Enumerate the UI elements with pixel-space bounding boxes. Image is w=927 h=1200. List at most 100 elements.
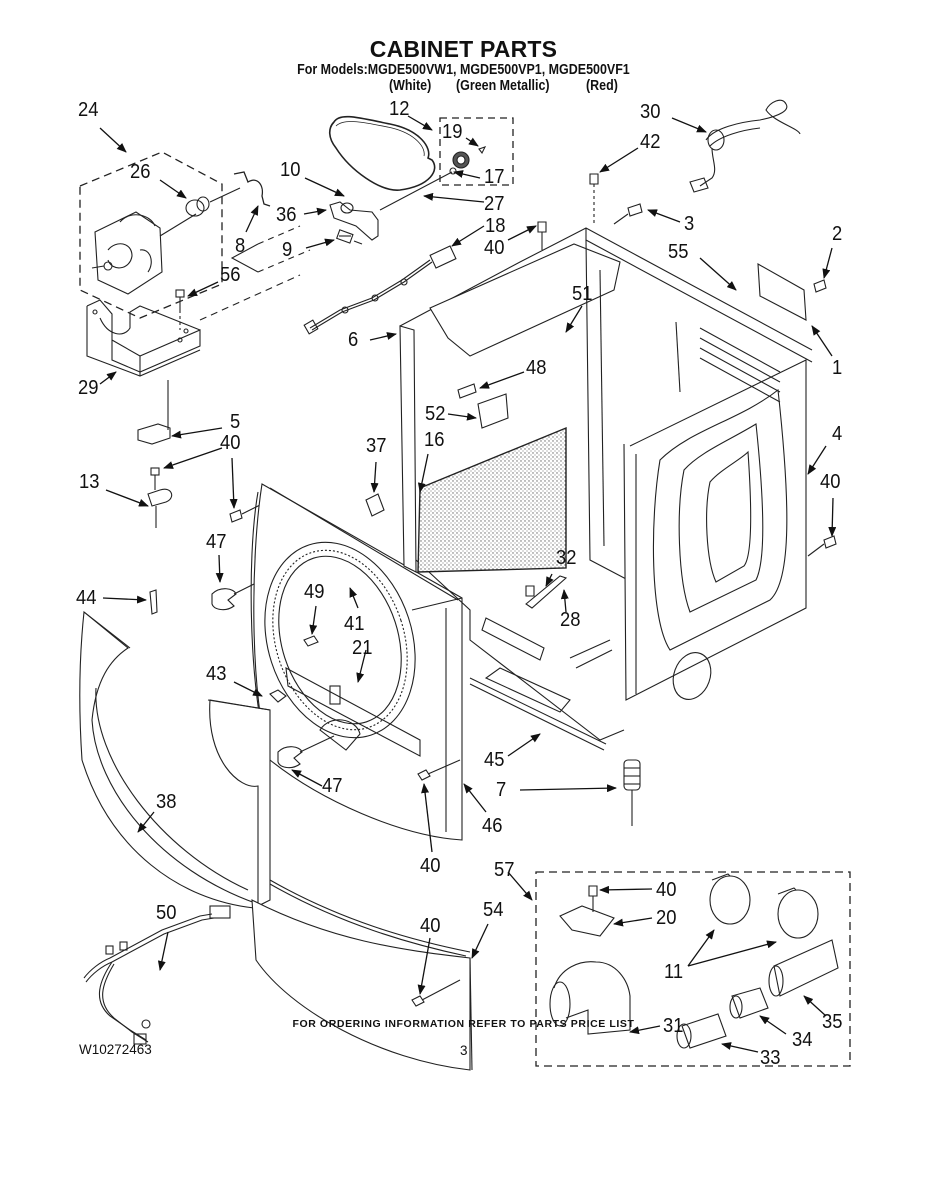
callout-40-kick[interactable]: 40 [420,915,441,937]
callout-52[interactable]: 52 [425,403,446,425]
toe-panel-part [79,610,271,909]
callout-43[interactable]: 43 [206,663,227,685]
callout-41[interactable]: 41 [344,613,365,635]
screw-40-lower-part [411,995,425,1007]
vent-kit-parts [549,873,839,1049]
callout-11[interactable]: 11 [664,961,684,983]
callout-1[interactable]: 1 [832,357,843,379]
callout-51[interactable]: 51 [572,283,593,305]
callout-42[interactable]: 42 [640,131,661,153]
screw-42-part [589,173,599,185]
callout-34[interactable]: 34 [792,1029,813,1051]
color-variant-green-metallic: (Green Metallic) [456,78,550,94]
screw-40-right-part [823,535,837,549]
callout-12[interactable]: 12 [389,98,410,120]
idler-spring-part [336,229,363,245]
callout-6[interactable]: 6 [348,329,359,351]
screw-3-part [627,203,643,217]
callout-54[interactable]: 54 [483,899,504,921]
callout-8[interactable]: 8 [235,235,246,257]
callout-4[interactable]: 4 [832,423,843,445]
document-number: W10272463 [79,1042,152,1057]
callout-33[interactable]: 33 [760,1047,781,1069]
idler-pulley-group-outline [439,117,514,186]
callout-49[interactable]: 49 [304,581,325,603]
callout-32[interactable]: 32 [556,547,577,569]
callout-28[interactable]: 28 [560,609,581,631]
screw-32-part [525,585,535,597]
callout-3[interactable]: 3 [684,213,695,235]
vent-kit-group-outline [535,871,851,1067]
callout-44[interactable]: 44 [76,587,97,609]
motor-mount-part [86,299,201,377]
callout-20[interactable]: 20 [656,907,677,929]
callout-21[interactable]: 21 [352,637,373,659]
callout-leaders [99,115,837,1053]
callout-40-front-bottom[interactable]: 40 [420,855,441,877]
screw-40-bottom-front-part [417,769,431,781]
screw-and-clamp-part [147,467,173,528]
clip-47-bottom-part [277,746,303,769]
switch-harness-part [303,245,457,335]
motor-pulley-part [185,187,241,217]
callout-56[interactable]: 56 [220,264,241,286]
wire-harness-part [83,905,231,1045]
callout-48[interactable]: 48 [526,357,547,379]
callout-24[interactable]: 24 [78,99,99,121]
callout-50[interactable]: 50 [156,902,177,924]
callout-46[interactable]: 46 [482,815,503,837]
callout-55[interactable]: 55 [668,241,689,263]
bracket-28-part [525,575,568,609]
page-number: 3 [460,1043,468,1058]
callout-2[interactable]: 2 [832,223,843,245]
callout-17[interactable]: 17 [484,166,505,188]
front-panel-part [250,483,463,841]
callout-9[interactable]: 9 [282,239,293,261]
callout-5[interactable]: 5 [230,411,241,433]
callout-26[interactable]: 26 [130,161,151,183]
callout-35[interactable]: 35 [822,1011,843,1033]
callout-37[interactable]: 37 [366,435,387,457]
screw-40-top-part [537,221,547,233]
callout-40-harness[interactable]: 40 [484,237,505,259]
callout-31[interactable]: 31 [663,1015,684,1037]
clip-47-top-part [211,588,237,611]
callout-36[interactable]: 36 [276,204,297,226]
cabinet-body-part [399,227,813,751]
clip-43-part [269,689,287,703]
callout-40-side[interactable]: 40 [820,471,841,493]
color-variant-white: (White) [389,78,432,94]
kick-panel-part [251,879,473,1071]
power-cord-part [689,99,801,193]
idler-pulley-part [379,146,487,211]
callout-16[interactable]: 16 [424,429,445,451]
callout-13[interactable]: 13 [79,471,100,493]
callout-29[interactable]: 29 [78,377,99,399]
callout-45[interactable]: 45 [484,749,505,771]
models-line: For Models:MGDE500VW1, MGDE500VP1, MGDE5… [297,62,630,78]
callout-18[interactable]: 18 [485,215,506,237]
clip-44-part [149,589,158,615]
callout-38[interactable]: 38 [156,791,177,813]
knob-37-part [365,493,385,517]
leveling-foot-part [623,759,641,826]
callout-57[interactable]: 57 [494,859,515,881]
callout-40-clamp[interactable]: 40 [220,432,241,454]
screw-56-part [175,289,185,330]
idler-bracket-part [329,201,379,241]
drive-motor-part [91,211,197,295]
screw-49-part [303,635,319,647]
color-variant-red: (Red) [586,78,618,94]
callout-7[interactable]: 7 [496,779,507,801]
callout-27[interactable]: 27 [484,193,505,215]
motor-clamp-part [233,171,271,207]
callout-47-bottom[interactable]: 47 [322,775,343,797]
control-board-part [477,393,509,429]
access-panel-part [757,263,827,321]
page-title: CABINET PARTS [369,36,558,62]
callout-30[interactable]: 30 [640,101,661,123]
callout-19[interactable]: 19 [442,121,463,143]
callout-40-vent[interactable]: 40 [656,879,677,901]
callout-10[interactable]: 10 [280,159,301,181]
callout-47-top[interactable]: 47 [206,531,227,553]
